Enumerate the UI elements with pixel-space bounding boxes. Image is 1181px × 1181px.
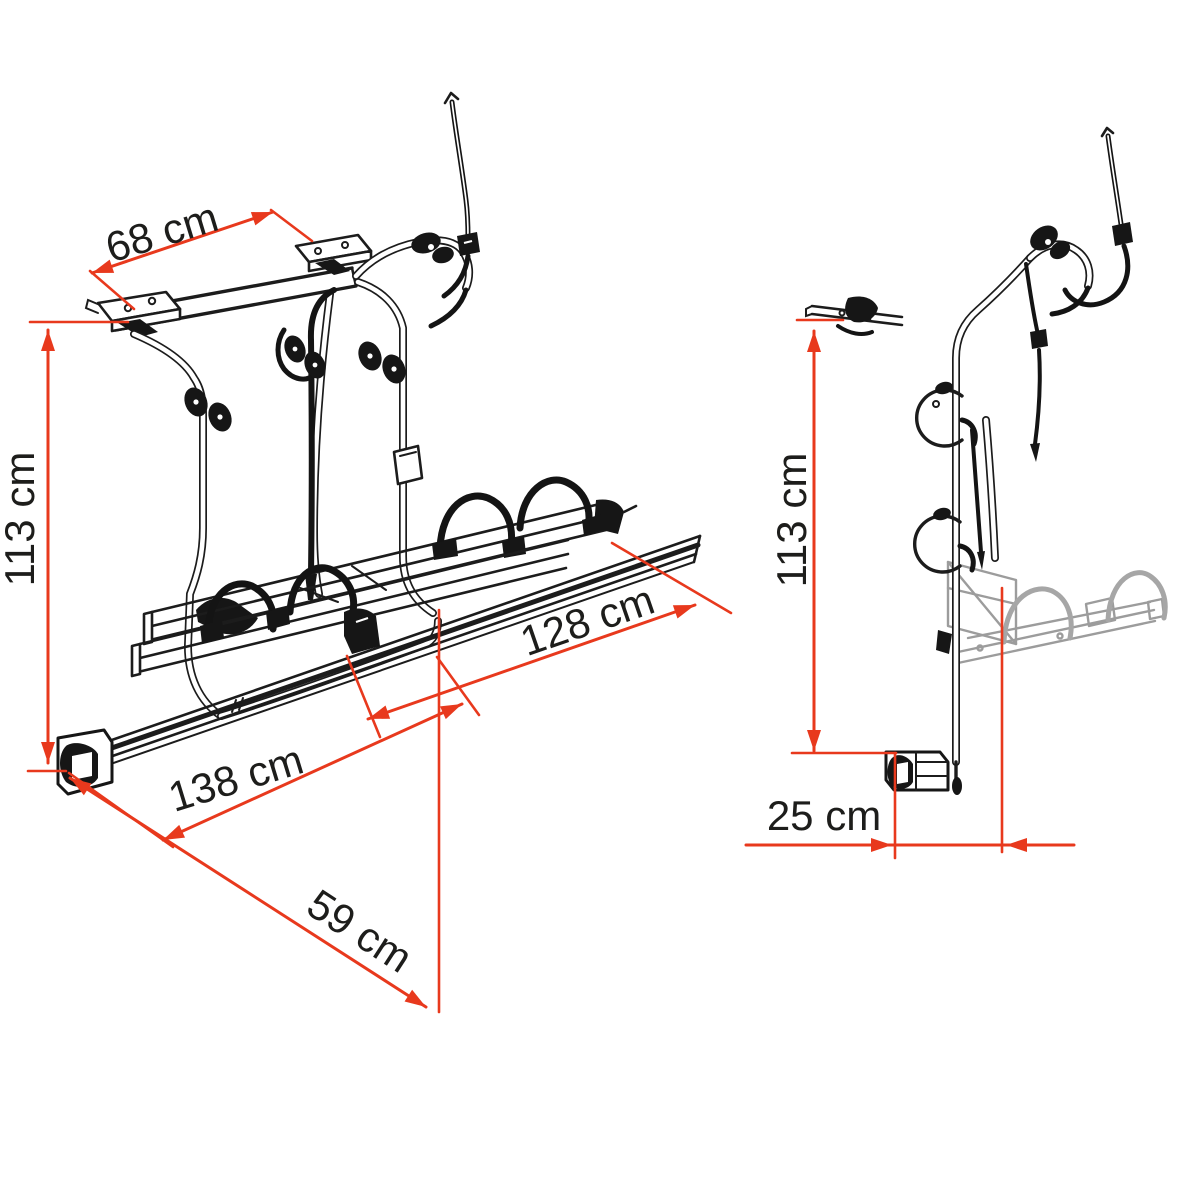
side-straps [970,126,1133,570]
dimension-113cm-side: 113 cm [768,318,898,755]
dimension-113cm-front: 113 cm [0,320,130,773]
side-view-dimensions: 113 cm 25 cm [744,318,1076,860]
front-hook-and-straps [275,91,480,600]
dim-59cm-label: 59 cm [299,880,421,982]
dim-25cm-label: 25 cm [767,792,881,839]
dim-68cm-label: 68 cm [100,193,223,271]
dim-113cm-front-label: 113 cm [0,452,43,587]
side-view-drawing: 113 cm 25 cm [744,126,1168,860]
dim-113cm-side-label: 113 cm [768,453,815,588]
dim-128cm-label: 128 cm [515,576,661,665]
dimension-68cm: 68 cm [88,193,314,311]
side-foot [884,750,962,795]
dimension-25cm: 25 cm [744,586,1076,860]
front-view-drawing: 68 cm 113 cm 128 cm 138 cm [0,91,733,1014]
front-clamp-knobs [184,335,424,635]
side-frame [805,225,1094,766]
side-gray-rails [946,560,1168,665]
